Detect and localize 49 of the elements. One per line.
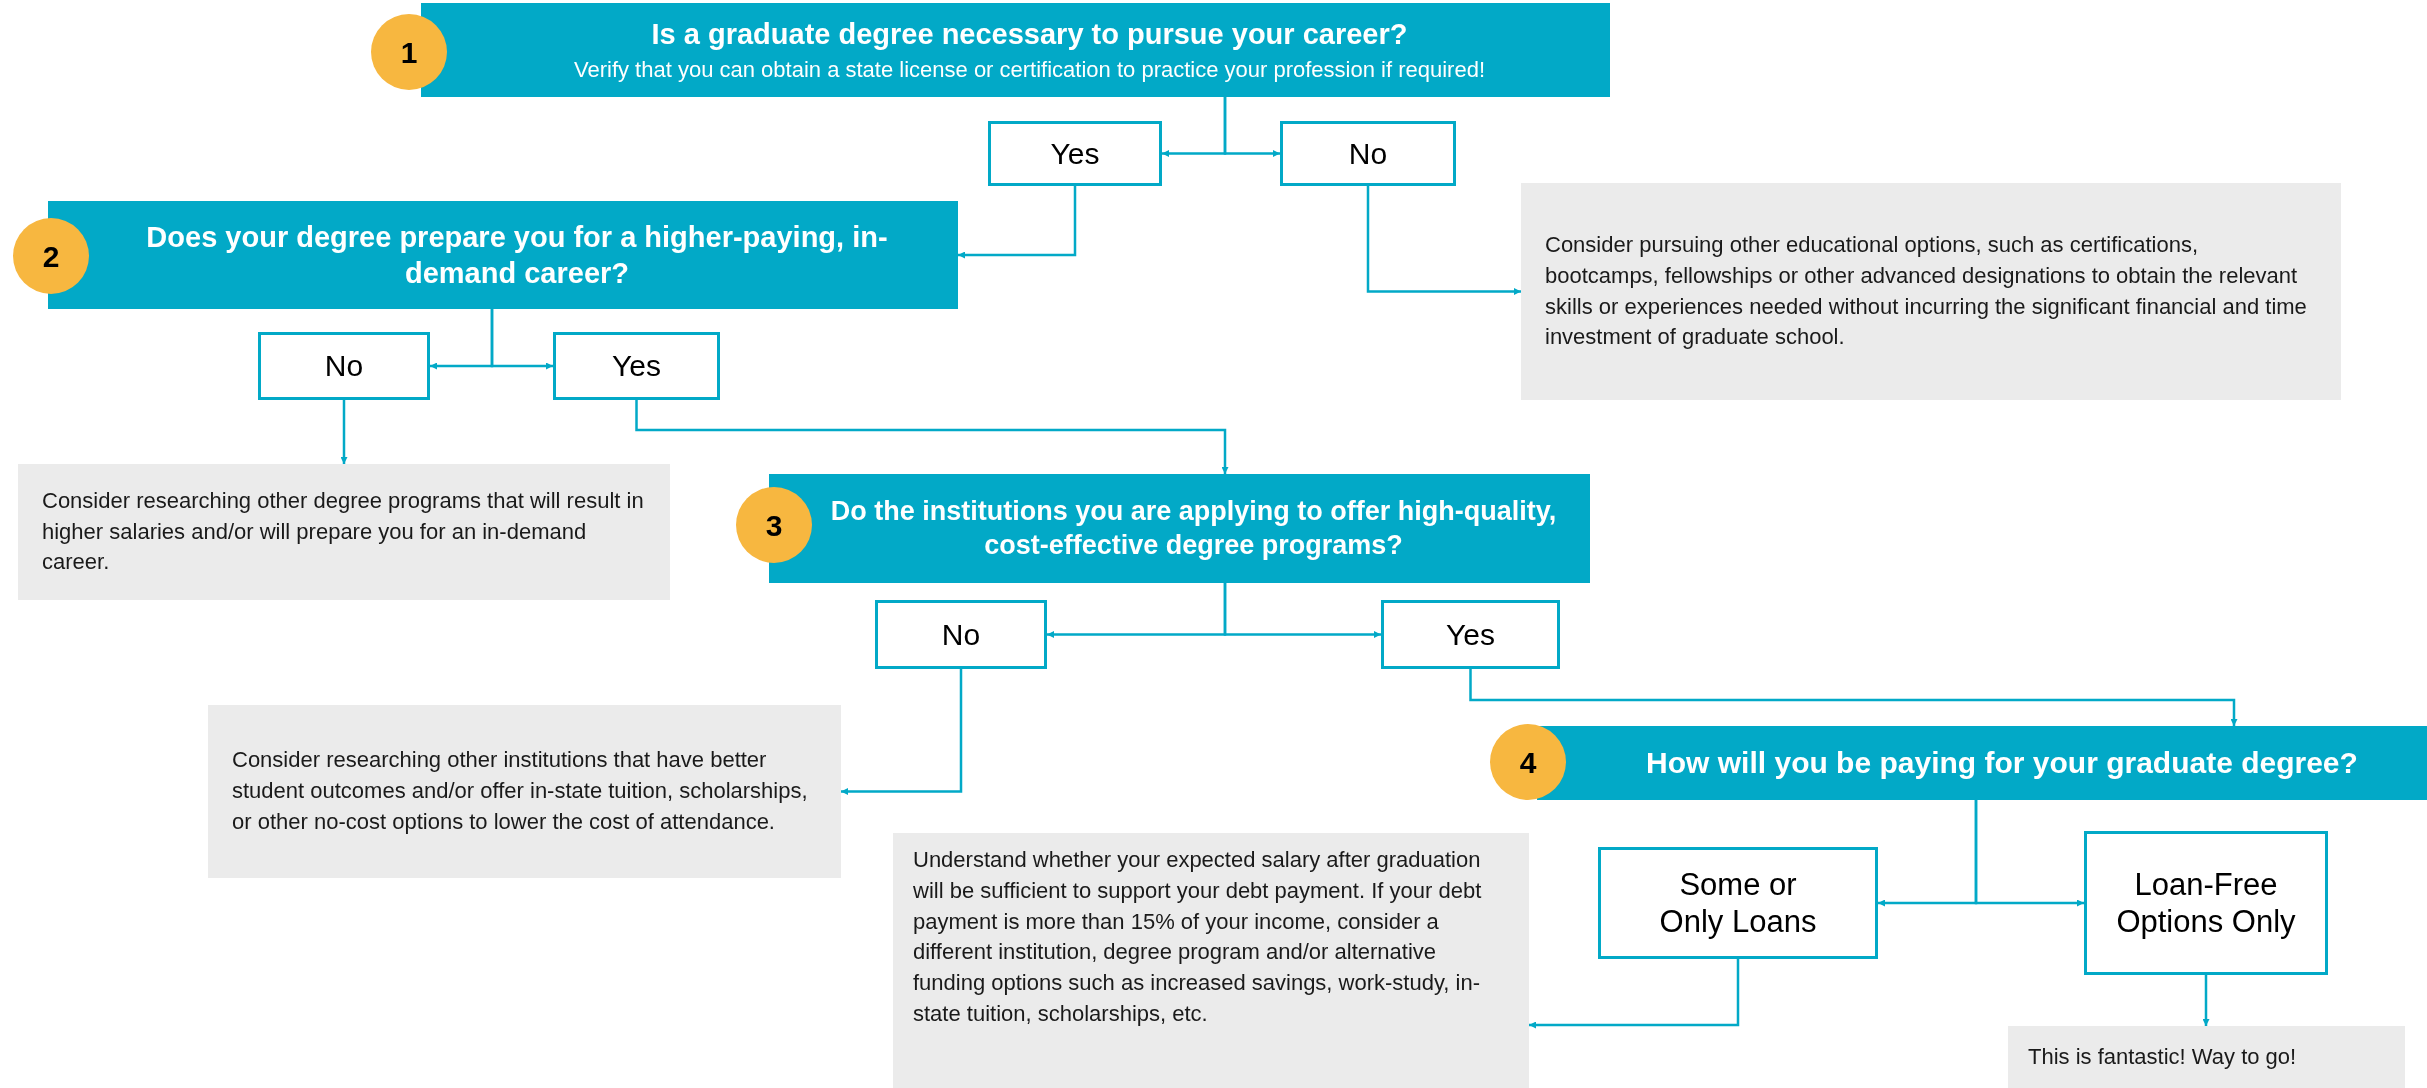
answer-box	[1381, 600, 1560, 669]
question-banner	[421, 3, 1610, 97]
arrow	[1366, 186, 1521, 295]
step-number: 3	[765, 507, 783, 544]
arrow	[1974, 800, 2084, 907]
arrow	[1223, 583, 1381, 638]
question-banner	[1537, 726, 2427, 800]
arrow	[958, 186, 1077, 259]
note-text: Understand whether your expected salary after graduation will be sufficient to support your debt payment. If your debt payment is more than 15% of your income, consider a different institution, degree program and/or alternative funding options such as increased savings, work-study, in-state tuition, scholarships, etc.	[913, 846, 1483, 1028]
arrow	[1223, 97, 1280, 157]
note-box	[2008, 1026, 2405, 1088]
answer-box	[1280, 121, 1456, 186]
question-heading: Do the institutions you are applying to offer high-quality, cost-effective degree programs?	[829, 494, 1558, 562]
step-number: 1	[400, 34, 418, 71]
answer-label: Loan-Free Options Only	[2115, 865, 2297, 941]
answer-label: No	[324, 348, 364, 384]
answer-label: No	[1348, 135, 1388, 172]
arrow	[340, 400, 348, 464]
answer-label: Some or Only Loans	[1658, 865, 1818, 941]
answer-box	[1598, 847, 1878, 959]
question-note: Verify that you can obtain a state license or certification to practice your profession if required!	[573, 56, 1485, 84]
note-box	[208, 705, 841, 878]
note-text: Consider researching other institutions that have better student outcomes and/or offer in-state tuition, scholarships, or other no-cost options to lower the cost of attendance.	[232, 746, 809, 836]
arrow	[841, 669, 963, 795]
arrow	[635, 400, 1229, 474]
note-box	[893, 833, 1529, 1088]
answer-box	[2084, 831, 2328, 975]
answer-box	[875, 600, 1047, 669]
step-number: 2	[42, 238, 60, 275]
arrow	[490, 309, 553, 370]
answer-box	[988, 121, 1162, 186]
answer-label: Yes	[612, 348, 661, 384]
note-box	[18, 464, 670, 600]
answer-label: No	[941, 616, 981, 653]
arrow	[1469, 669, 2238, 726]
note-text: This is fantastic! Way to go!	[2028, 1042, 2298, 1071]
arrow	[1529, 959, 1740, 1029]
question-heading: How will you be paying for your graduate degree?	[1646, 745, 2358, 782]
answer-box	[258, 332, 430, 400]
question-heading: Is a graduate degree necessary to pursue your career?	[651, 17, 1408, 53]
step-number: 4	[1519, 744, 1537, 781]
note-box	[1521, 183, 2341, 400]
arrow	[2202, 975, 2210, 1026]
note-text: Consider pursuing other educational options, such as certifications, bootcamps, fellowships or other advanced designations to obtain the relevant skills or experiences needed without incurring the significant financial and time investment of graduate school.	[1545, 230, 2308, 352]
answer-label: Yes	[1050, 135, 1100, 172]
note-text: Consider researching other degree programs that will result in higher salaries and/or will prepare you for an in-demand career.	[42, 486, 645, 577]
answer-label: Yes	[1446, 616, 1495, 653]
question-heading: Does your degree prepare you for a higher-paying, in-demand career?	[145, 219, 889, 291]
answer-box	[553, 332, 720, 400]
